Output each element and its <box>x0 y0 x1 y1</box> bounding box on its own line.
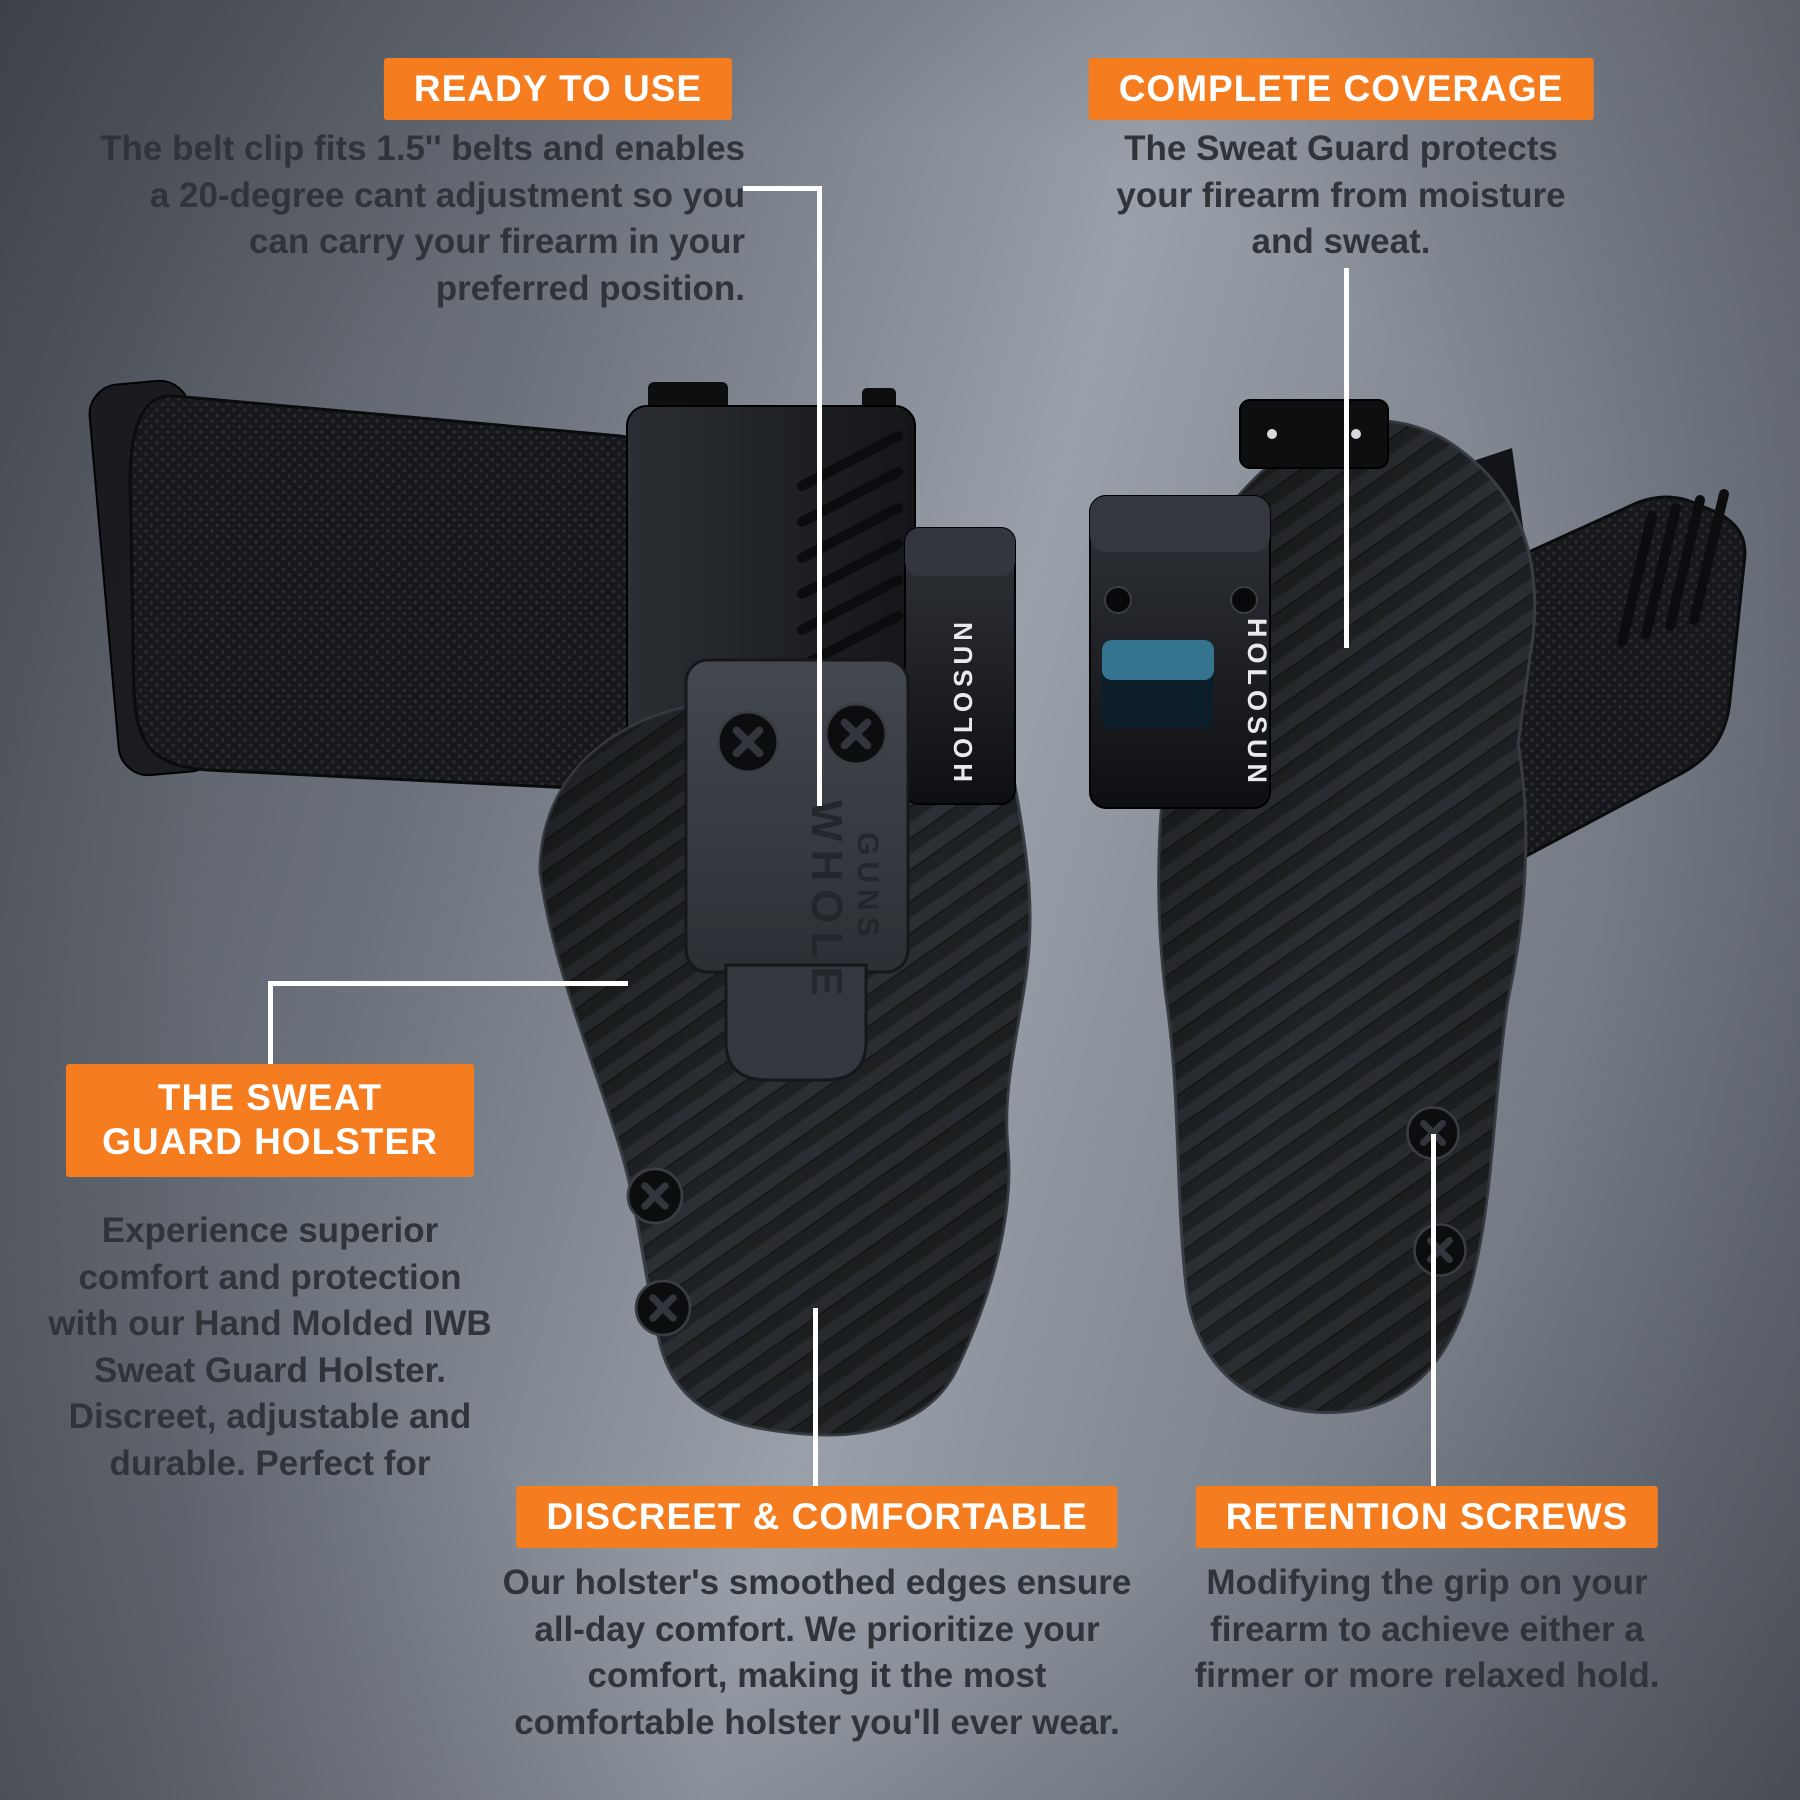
optic-lens-glint <box>1102 640 1214 680</box>
callout-line-complete-coverage <box>1344 268 1349 648</box>
clip-brand-top: WHOLE <box>802 800 851 1004</box>
sight-dot <box>1351 429 1361 439</box>
callout-title-ready-to-use: READY TO USE <box>383 58 733 121</box>
retention-screw <box>1415 1225 1466 1276</box>
callout-title-text: COMPLETE COVERAGE <box>1118 68 1564 109</box>
rear-sight <box>648 382 728 412</box>
callout-body-ready-to-use: The belt clip fits 1.5'' belts and enabl… <box>100 129 745 308</box>
grip-serrations <box>1617 489 1729 647</box>
red-dot-optic-left: HOLOSUN <box>904 527 1016 805</box>
callout-title-complete-coverage: COMPLETE COVERAGE <box>1088 58 1594 121</box>
callout-title-retention-screws: RETENTION SCREWS <box>1195 1486 1659 1549</box>
callout-line-discreet-comfortable <box>813 1308 818 1490</box>
red-dot-optic-right: HOLOSUN <box>1089 495 1272 809</box>
optic-brand-text: HOLOSUN <box>948 617 978 782</box>
callout-body-sweat-guard-holster: Experience superior comfort and protecti… <box>48 1211 492 1483</box>
callout-title-text: RETENTION SCREWS <box>1225 1496 1629 1537</box>
callout-line-ready-to-use-v <box>817 186 822 806</box>
callout-line-retention-screws <box>1431 1134 1436 1490</box>
clip-screw <box>718 712 778 772</box>
optic-button <box>1104 586 1132 614</box>
callout-body-complete-coverage: The Sweat Guard protects your firearm fr… <box>1116 129 1566 262</box>
callout-body-discreet-comfortable: Our holster's smoothed edges ensure all-… <box>502 1563 1132 1742</box>
optic-brand-text: HOLOSUN <box>1242 618 1272 788</box>
callout-title-discreet-comfortable: DISCREET & COMFORTABLE <box>516 1486 1118 1549</box>
belt-clip: WHOLE GUNS <box>684 658 910 1082</box>
sight-dot <box>1267 429 1277 439</box>
callout-line-sweat-guard-v <box>268 981 273 1073</box>
callout-line-sweat-guard-h <box>268 981 628 986</box>
rear-sight-right <box>1239 399 1389 469</box>
optic-button <box>1230 586 1258 614</box>
callout-title-text: DISCREET & COMFORTABLE <box>546 1496 1088 1537</box>
callout-body-retention-screws: Modifying the grip on your firearm to ac… <box>1194 1563 1660 1696</box>
clip-screw <box>826 704 886 764</box>
holster-screw <box>636 1281 690 1335</box>
right-holstered-pistol: HOLOSUN <box>1089 399 1747 1415</box>
callout-title-text: READY TO USE <box>413 68 703 109</box>
clip-brand-bottom: GUNS <box>851 832 884 943</box>
left-holstered-pistol: HOLOSUN WHOLE GUNS <box>88 379 1032 1437</box>
callout-line-ready-to-use-h <box>743 186 822 191</box>
callout-title-sweat-guard-holster: THE SWEAT GUARD HOLSTER <box>66 1064 474 1177</box>
holster-screw <box>628 1169 682 1223</box>
callout-title-text: THE SWEAT GUARD HOLSTER <box>102 1077 438 1163</box>
